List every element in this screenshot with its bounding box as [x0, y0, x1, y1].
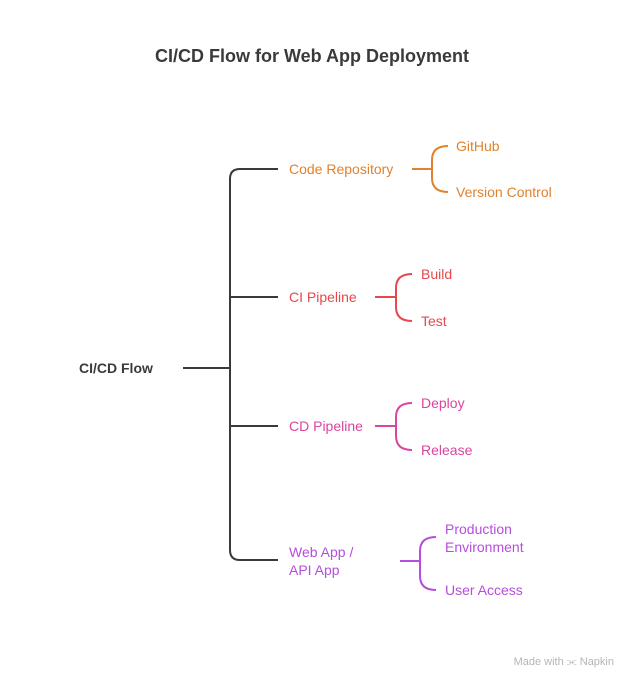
napkin-logo-icon: ⫘	[566, 656, 577, 668]
leaf-production-environment: Production Environment	[445, 521, 524, 555]
root-node: CI/CD Flow	[79, 360, 153, 376]
branch-web-app: Web App / API App	[289, 544, 354, 578]
branch-code-repository: Code Repository	[289, 161, 394, 177]
leaf-user-access: User Access	[445, 582, 523, 598]
branch-cd-pipeline: CD Pipeline	[289, 418, 363, 434]
leaf-version-control: Version Control	[456, 184, 552, 200]
brace-web-app	[400, 536, 437, 591]
leaf-github: GitHub	[456, 138, 500, 154]
leaf-deploy: Deploy	[421, 395, 465, 411]
leaf-build: Build	[421, 266, 453, 282]
brace-cd-pipeline	[375, 402, 413, 451]
made-with-text: Made with	[513, 656, 564, 668]
diagram-title: CI/CD Flow for Web App Deployment	[155, 46, 469, 66]
leaf-release: Release	[421, 442, 473, 458]
brace-code-repository	[412, 145, 449, 193]
trunk-line	[229, 168, 278, 561]
branch-ci-pipeline: CI Pipeline	[289, 289, 357, 305]
footer-credit[interactable]: Made with ⫘ Napkin	[514, 656, 614, 669]
leaf-test: Test	[421, 313, 447, 329]
brace-ci-pipeline	[375, 273, 413, 322]
napkin-brand-text: Napkin	[579, 656, 614, 668]
